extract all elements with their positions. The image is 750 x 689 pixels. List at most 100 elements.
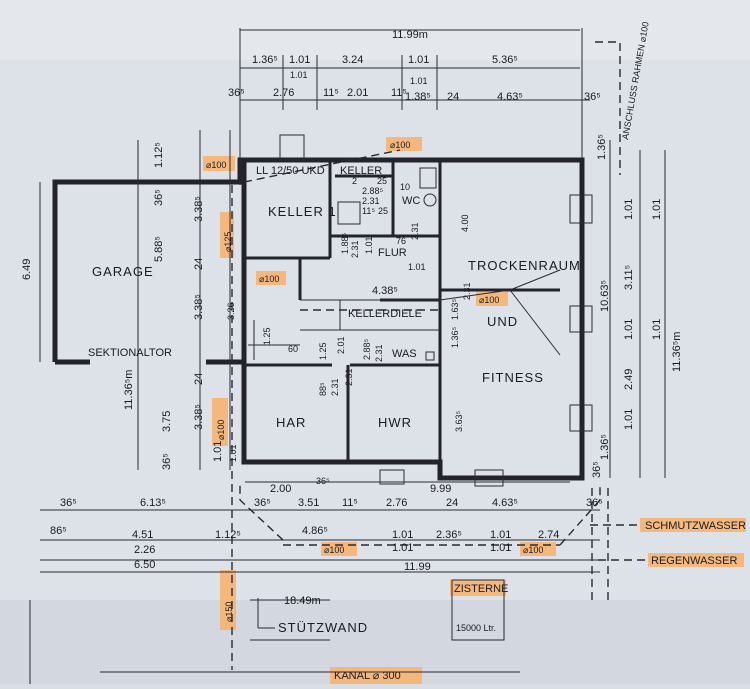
svg-text:1.01: 1.01 xyxy=(490,542,511,554)
svg-text:36⁵: 36⁵ xyxy=(60,497,77,509)
pipe-lines xyxy=(231,41,650,670)
svg-text:1.25: 1.25 xyxy=(262,327,272,345)
svg-text:6.49: 6.49 xyxy=(21,259,33,280)
room-trockenraum: TROCKENRAUM xyxy=(468,258,581,273)
svg-text:2.31: 2.31 xyxy=(344,368,354,386)
svg-text:2: 2 xyxy=(352,176,357,186)
svg-text:2.01: 2.01 xyxy=(347,87,368,99)
svg-text:1.01: 1.01 xyxy=(212,441,224,462)
svg-text:2.31: 2.31 xyxy=(374,344,384,362)
svg-text:1.01: 1.01 xyxy=(392,542,413,554)
drafting-lines xyxy=(29,28,666,684)
svg-text:3.24: 3.24 xyxy=(342,54,363,66)
svg-text:1.01: 1.01 xyxy=(228,444,238,462)
svg-text:5.36⁵: 5.36⁵ xyxy=(492,54,518,66)
svg-text:1.01: 1.01 xyxy=(408,262,426,272)
svg-text:36⁵: 36⁵ xyxy=(153,189,165,206)
svg-text:2.00: 2.00 xyxy=(270,483,291,495)
svg-text:9.99: 9.99 xyxy=(430,483,451,495)
svg-text:2.01: 2.01 xyxy=(336,336,346,354)
svg-text:2.26: 2.26 xyxy=(134,544,155,556)
dim-top-row-1: 1.36⁵ 1.01 3.24 1.01 5.36⁵ 1.01 1.01 xyxy=(252,54,518,86)
svg-text:25: 25 xyxy=(377,176,387,186)
svg-text:4.63⁵: 4.63⁵ xyxy=(497,91,523,103)
svg-text:5.88⁵: 5.88⁵ xyxy=(153,236,165,262)
svg-text:4.63⁵: 4.63⁵ xyxy=(492,497,518,509)
svg-text:1.36⁵: 1.36⁵ xyxy=(596,134,608,160)
svg-text:2.49: 2.49 xyxy=(623,369,635,390)
svg-text:1.01: 1.01 xyxy=(364,236,374,254)
svg-text:3.11⁵: 3.11⁵ xyxy=(623,265,635,290)
svg-text:1.38⁵: 1.38⁵ xyxy=(405,91,431,103)
zisterne-volume: 15000 Ltr. xyxy=(456,623,496,633)
svg-text:11.36⁵m: 11.36⁵m xyxy=(123,370,135,410)
pipe-highlights xyxy=(203,137,746,684)
svg-text:11⁵: 11⁵ xyxy=(391,87,407,99)
svg-text:6.50: 6.50 xyxy=(134,559,155,571)
room-und: UND xyxy=(487,314,518,329)
room-garage: GARAGE xyxy=(92,264,154,279)
svg-text:4.86⁵: 4.86⁵ xyxy=(302,525,328,537)
stuetzwand-label: STÜTZWAND xyxy=(278,620,368,635)
svg-text:1.01: 1.01 xyxy=(289,54,310,66)
svg-text:25: 25 xyxy=(378,206,388,216)
svg-text:11⁵: 11⁵ xyxy=(342,497,358,509)
svg-text:60: 60 xyxy=(288,344,298,354)
svg-text:2.31: 2.31 xyxy=(462,282,472,300)
dim-interior: 2 25 2.88⁵ 2.31 11⁵ 25 10 4.00 2.31 1.01… xyxy=(226,176,472,486)
svg-text:1.01: 1.01 xyxy=(623,199,635,220)
svg-text:1.36⁵: 1.36⁵ xyxy=(450,326,460,348)
svg-text:11⁵: 11⁵ xyxy=(323,87,339,99)
svg-text:2.31: 2.31 xyxy=(350,240,360,258)
svg-text:4.51: 4.51 xyxy=(132,529,153,541)
length-dimension: 18.49m xyxy=(284,595,321,607)
svg-text:2.88⁵: 2.88⁵ xyxy=(362,338,372,360)
room-keller-2: KELLER xyxy=(340,165,382,177)
ukd-label: LL 12/50 UKD xyxy=(256,165,325,177)
svg-text:⌀100: ⌀100 xyxy=(206,160,226,170)
svg-text:11.36⁵m: 11.36⁵m xyxy=(671,332,683,372)
svg-text:36⁵: 36⁵ xyxy=(228,87,245,99)
dim-left: 6.49 1.12⁵ 36⁵ 5.88⁵ 3.38⁵ 24 3.38⁵ 3.75… xyxy=(21,142,238,470)
svg-text:4.38⁵: 4.38⁵ xyxy=(372,285,398,297)
svg-text:76: 76 xyxy=(396,236,406,246)
svg-text:1.01: 1.01 xyxy=(490,529,511,541)
svg-text:10: 10 xyxy=(400,182,410,192)
svg-text:2.31: 2.31 xyxy=(330,378,340,396)
svg-text:36⁵: 36⁵ xyxy=(584,91,601,103)
room-was: WAS xyxy=(392,348,417,360)
svg-text:1.01: 1.01 xyxy=(408,54,429,66)
svg-text:⌀100: ⌀100 xyxy=(390,140,410,150)
svg-text:2.76: 2.76 xyxy=(273,87,294,99)
svg-text:1.01: 1.01 xyxy=(623,319,635,340)
svg-text:⌀100: ⌀100 xyxy=(259,274,279,284)
svg-text:36⁵: 36⁵ xyxy=(316,476,330,486)
svg-text:24: 24 xyxy=(193,373,205,385)
legend-schmutzwasser: SCHMUTZWASSER xyxy=(645,520,746,532)
svg-text:1.25: 1.25 xyxy=(318,342,328,360)
svg-text:88⁵: 88⁵ xyxy=(318,382,328,396)
svg-text:⌀125: ⌀125 xyxy=(223,232,233,252)
svg-text:1.36⁵: 1.36⁵ xyxy=(252,54,278,66)
svg-text:1.01: 1.01 xyxy=(410,76,428,86)
room-har: HAR xyxy=(276,415,306,430)
svg-text:24: 24 xyxy=(446,497,458,509)
svg-text:4.00: 4.00 xyxy=(460,214,470,232)
room-hwr: HWR xyxy=(378,415,412,430)
svg-text:6.13⁵: 6.13⁵ xyxy=(140,497,166,509)
interior-walls xyxy=(244,160,560,478)
svg-text:3.26: 3.26 xyxy=(226,302,236,320)
dim-top-row-2: 36⁵ 2.76 11⁵ 2.01 11⁵ 1.38⁵ 24 4.63⁵ 36⁵ xyxy=(228,87,601,103)
dim-right: 1.36⁵ 1.01 1.01 3.11⁵ 10.63⁵ 1.01 1.01 2… xyxy=(591,134,683,478)
dim-top-total: 11.99m xyxy=(392,29,428,41)
legend-regenwasser: REGENWASSER xyxy=(651,555,737,567)
svg-text:3.38⁵: 3.38⁵ xyxy=(193,196,205,222)
svg-text:1.01: 1.01 xyxy=(651,319,663,340)
svg-text:11.99: 11.99 xyxy=(404,561,431,573)
dim-bottom: 2.00 36⁵ 3.51 11⁵ 2.76 9.99 24 4.63⁵ 36⁵… xyxy=(50,483,603,607)
room-kellerdiele: KELLERDIELE xyxy=(348,308,422,320)
outer-walls xyxy=(52,157,585,481)
svg-text:2.88⁵: 2.88⁵ xyxy=(362,186,384,196)
